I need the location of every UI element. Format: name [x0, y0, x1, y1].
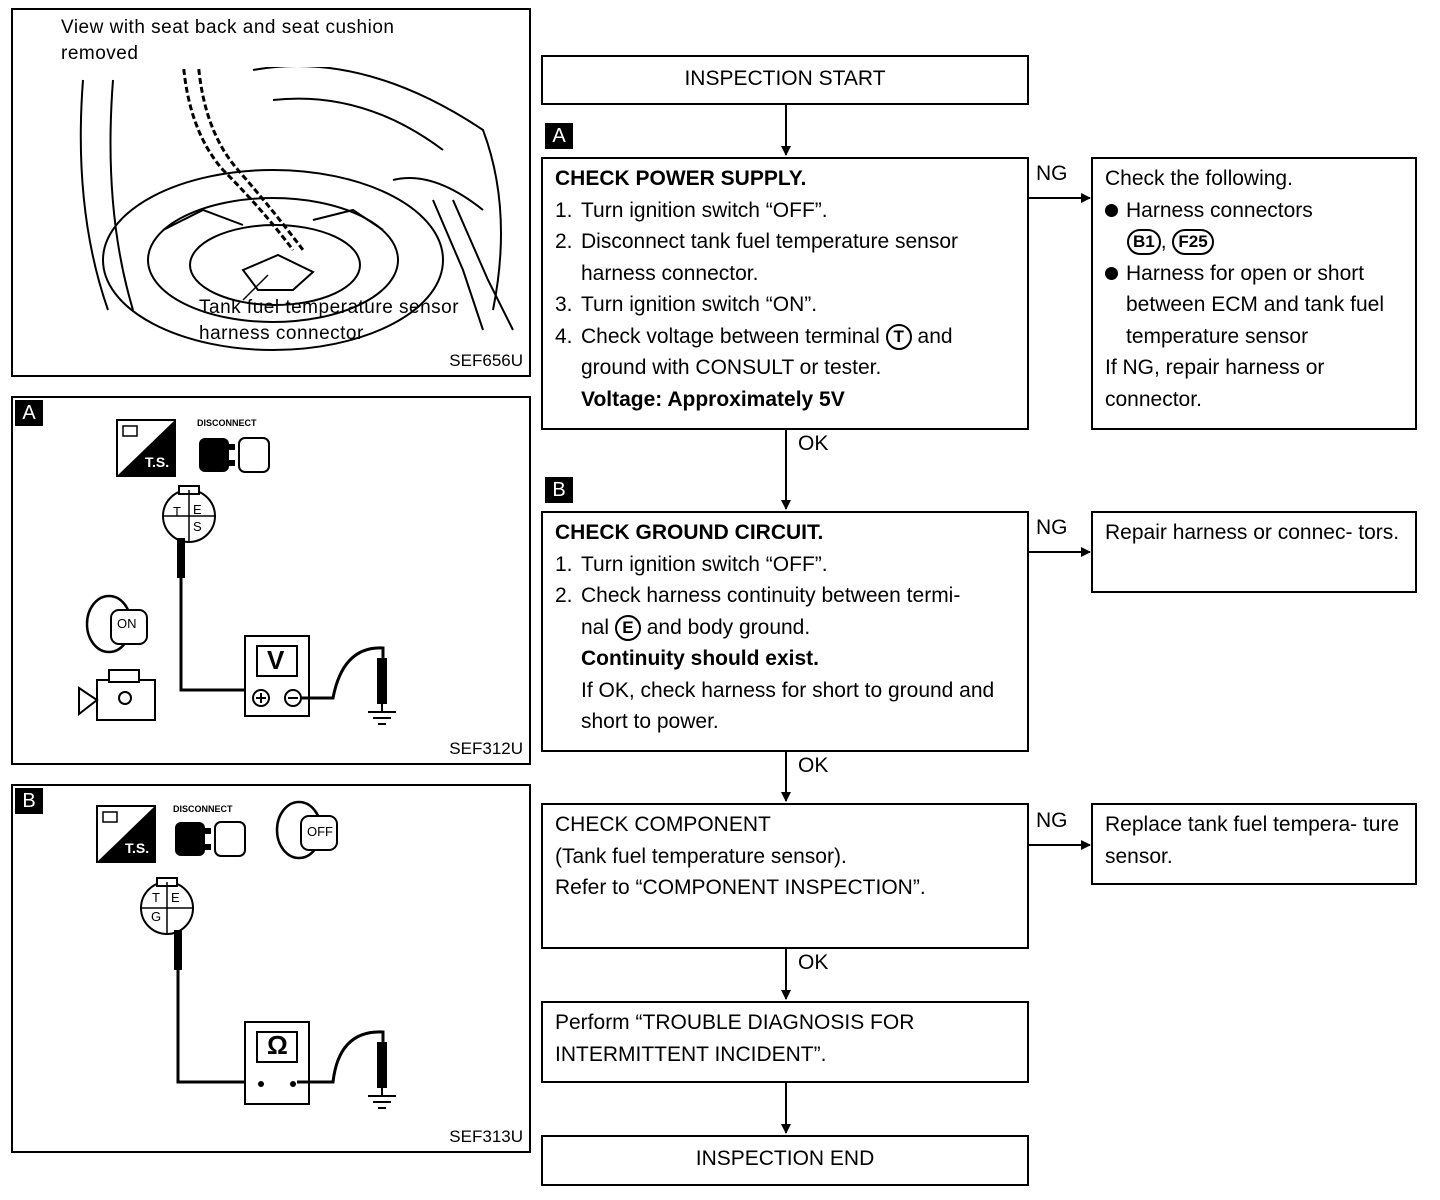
figure-code: SEF656U: [449, 351, 523, 370]
step-tag-b: B: [545, 477, 573, 503]
figure-tag-b: B: [15, 788, 43, 814]
pin-s: S: [193, 519, 202, 534]
step-title: CHECK POWER SUPPLY.: [555, 167, 807, 190]
ng-label: NG: [1036, 162, 1068, 185]
inspection-end-box: INSPECTION END: [541, 1135, 1029, 1186]
bullet-icon: [1105, 266, 1118, 280]
pin-e: E: [171, 890, 180, 905]
ts-label: T.S.: [125, 840, 150, 856]
step-a-spec: Voltage: Approximately 5V: [581, 387, 845, 411]
continuity-wiring-diagram: [96, 800, 396, 1109]
ng-label: NG: [1036, 516, 1068, 539]
ignition-key-icon: [275, 800, 338, 860]
disconnect-connector-icon: [175, 821, 246, 857]
step-b-item-1: Turn ignition switch “OFF”.: [581, 552, 828, 576]
tank-view-callout: Tank fuel temperature sensor harness con…: [199, 297, 460, 344]
figure-a-voltage-check: A: [11, 396, 531, 765]
step-a-item-4: Check voltage between terminal T and gro…: [581, 323, 953, 379]
check-power-supply-box: CHECK POWER SUPPLY. 1.Turn ignition swit…: [541, 157, 1029, 430]
step-a-item-3: Turn ignition switch “ON”.: [581, 293, 818, 316]
ng-check-following-box: Check the following. Harness connectors …: [1091, 157, 1417, 430]
ng-repair-harness-box: Repair harness or connec- tors.: [1091, 511, 1417, 593]
terminal-t-icon: T: [885, 323, 912, 350]
ignition-key-icon: [85, 594, 148, 654]
ts-icon: [122, 425, 138, 437]
ts-label: T.S.: [145, 454, 170, 470]
switch-position: ON: [117, 616, 137, 631]
meter-symbol: Ω: [267, 1030, 288, 1060]
engine-icon: [78, 669, 156, 721]
disconnect-label: DISCONNECT: [197, 418, 257, 428]
figure-tank-view: View with seat back and seat cushion rem…: [11, 8, 531, 377]
figure-code: SEF313U: [449, 1127, 523, 1146]
figure-b-continuity-check: B T.S. DISCONNECT T E G O: [11, 784, 531, 1153]
voltage-wiring-diagram: [78, 419, 396, 725]
ts-icon: [102, 811, 118, 823]
step-a-item-1: Turn ignition switch “OFF”.: [581, 198, 828, 222]
trouble-diagnosis-box: Perform “TROUBLE DIAGNOSIS FOR INTERMITT…: [541, 1001, 1029, 1083]
tank-view-caption: View with seat back and seat cushion rem…: [61, 15, 461, 67]
ng-replace-sensor-box: Replace tank fuel tempera- ture sensor.: [1091, 803, 1417, 885]
connector-f25-icon: F25: [1172, 229, 1214, 256]
figure-code: SEF312U: [449, 739, 523, 758]
ok-label: OK: [798, 432, 829, 455]
ok-label: OK: [798, 951, 829, 974]
step-b-item-2: Check harness continuity between termi-: [581, 584, 961, 607]
step-a-item-2: Disconnect tank fuel temperature sensor …: [581, 230, 959, 285]
check-ground-circuit-box: CHECK GROUND CIRCUIT. 1.Turn ignition sw…: [541, 511, 1029, 752]
disconnect-label: DISCONNECT: [173, 804, 233, 814]
ok-label: OK: [798, 754, 829, 777]
pin-e: E: [193, 502, 202, 517]
terminal-e-icon: E: [614, 614, 641, 641]
disconnect-connector-icon: [199, 437, 270, 473]
step-b-note: If OK, check harness for short to ground…: [581, 678, 995, 734]
step-b-spec: Continuity should exist.: [581, 647, 820, 670]
pin-t: T: [152, 890, 160, 905]
pin-t: T: [173, 504, 181, 519]
step-title: CHECK GROUND CIRCUIT.: [555, 521, 824, 544]
step-tag-a: A: [545, 123, 573, 149]
ng-label: NG: [1036, 809, 1068, 832]
connector-b1-icon: B1: [1127, 229, 1161, 256]
pin-g: G: [151, 909, 162, 924]
figure-tag-a: A: [15, 400, 43, 426]
check-component-box: CHECK COMPONENT (Tank fuel temperature s…: [541, 803, 1029, 949]
switch-position: OFF: [307, 824, 333, 839]
inspection-start-box: INSPECTION START: [541, 55, 1029, 105]
bullet-icon: [1105, 203, 1118, 217]
meter-symbol: V: [267, 645, 285, 675]
